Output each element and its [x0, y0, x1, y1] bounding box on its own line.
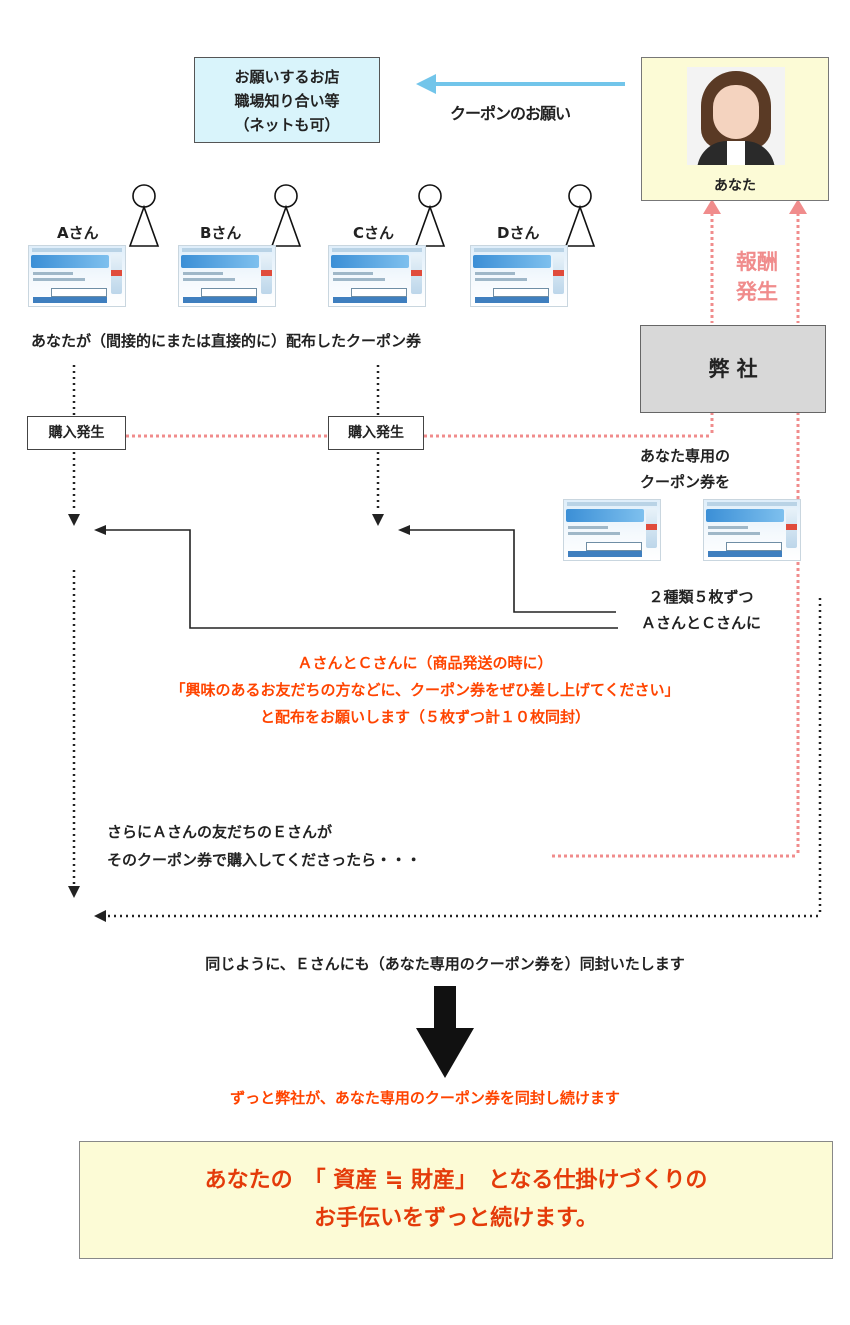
commitment-line-2: お手伝いをずっと続けます。 [314, 1206, 598, 1231]
request-target-box: お願いするお店 職場知り合い等 （ネットも可） [194, 57, 380, 143]
reward-arrow-right-head [789, 199, 807, 214]
dedicated-coupon-line-2: クーポン券を [639, 473, 730, 491]
dedicated-coupon-image [563, 499, 661, 561]
coupon-image [470, 245, 568, 307]
you-avatar [687, 67, 785, 165]
person-d-label: Dさん [497, 224, 540, 242]
dedicated-coupon-image [703, 499, 801, 561]
purchase-box-c: 購入発生 [328, 416, 424, 450]
send-text: ２種類５枚ずつ ＡさんとＣさんに [616, 584, 786, 636]
request-target-line-2: 職場知り合い等 [234, 92, 340, 110]
e-purchase-line-2: そのクーポン券で購入してくださったら・・・ [107, 851, 422, 869]
you-label: あなた [714, 178, 756, 194]
distributed-caption: あなたが（間接的にまたは直接的に）配布したクーポン券 [31, 332, 422, 350]
person-a-label: Aさん [57, 224, 99, 242]
purchase-label-a: 購入発生 [48, 425, 105, 441]
big-down-arrow-head [416, 1028, 474, 1078]
same-caption: 同じように、Ｅさんにも（あなた専用のクーポン券を）同封いたします [205, 955, 685, 973]
dedicated-coupon-line-1: あなた専用の [639, 447, 730, 465]
distribution-request-line-3: と配布をお願いします（５枚ずつ計１０枚同封） [259, 708, 590, 726]
dedicated-coupon-text: あなた専用の クーポン券を [610, 443, 760, 495]
request-arrow-head [416, 74, 436, 94]
person-a-icon [126, 184, 162, 242]
coupon-image [328, 245, 426, 307]
continue-caption: ずっと弊社が、あなた専用のクーポン券を同封し続けます [230, 1089, 620, 1107]
coupon-image [28, 245, 126, 307]
coupon-image [178, 245, 276, 307]
commitment-line-1: あなたの 「 資産 ≒ 財産」 となる仕掛けづくりの [204, 1168, 708, 1193]
company-box: 弊 社 [640, 325, 826, 413]
person-c-label: Cさん [353, 224, 395, 242]
person-b-label: Bさん [200, 224, 242, 242]
request-target-line-1: お願いするお店 [234, 68, 340, 86]
distribution-request-text: ＡさんとＣさんに（商品発送の時に） 「興味のあるお友だちの方などに、クーポン券を… [40, 650, 810, 731]
person-d-icon [562, 184, 598, 242]
e-purchase-line-1: さらにＡさんの友だちのＥさんが [107, 823, 333, 841]
reward-label-line-1: 報酬 [736, 250, 778, 274]
purchase-label-c: 購入発生 [348, 425, 404, 441]
request-label: クーポンのお願い [450, 104, 571, 123]
send-line-1: ２種類５枚ずつ [648, 588, 754, 606]
send-line-2: ＡさんとＣさんに [640, 614, 761, 632]
person-c-icon [412, 184, 448, 242]
e-purchase-text: さらにＡさんの友だちのＥさんが そのクーポン券で購入してくださったら・・・ [107, 818, 421, 874]
request-target-line-3: （ネットも可） [234, 116, 340, 134]
distribution-request-line-1: ＡさんとＣさんに（商品発送の時に） [297, 654, 553, 672]
big-down-arrow-shaft [434, 986, 456, 1030]
reward-arrow-left-head [703, 199, 721, 214]
company-label: 弊 社 [708, 357, 758, 381]
purchase-box-a: 購入発生 [27, 416, 126, 450]
person-b-icon [268, 184, 304, 242]
distribution-request-line-2: 「興味のあるお友だちの方などに、クーポン券をぜひ差し上げてください」 [170, 681, 680, 699]
reward-label: 報酬 発生 [724, 247, 790, 307]
you-box: あなた [641, 57, 829, 201]
commitment-box: あなたの 「 資産 ≒ 財産」 となる仕掛けづくりの お手伝いをずっと続けます。 [79, 1141, 833, 1259]
reward-label-line-2: 発生 [736, 280, 778, 304]
